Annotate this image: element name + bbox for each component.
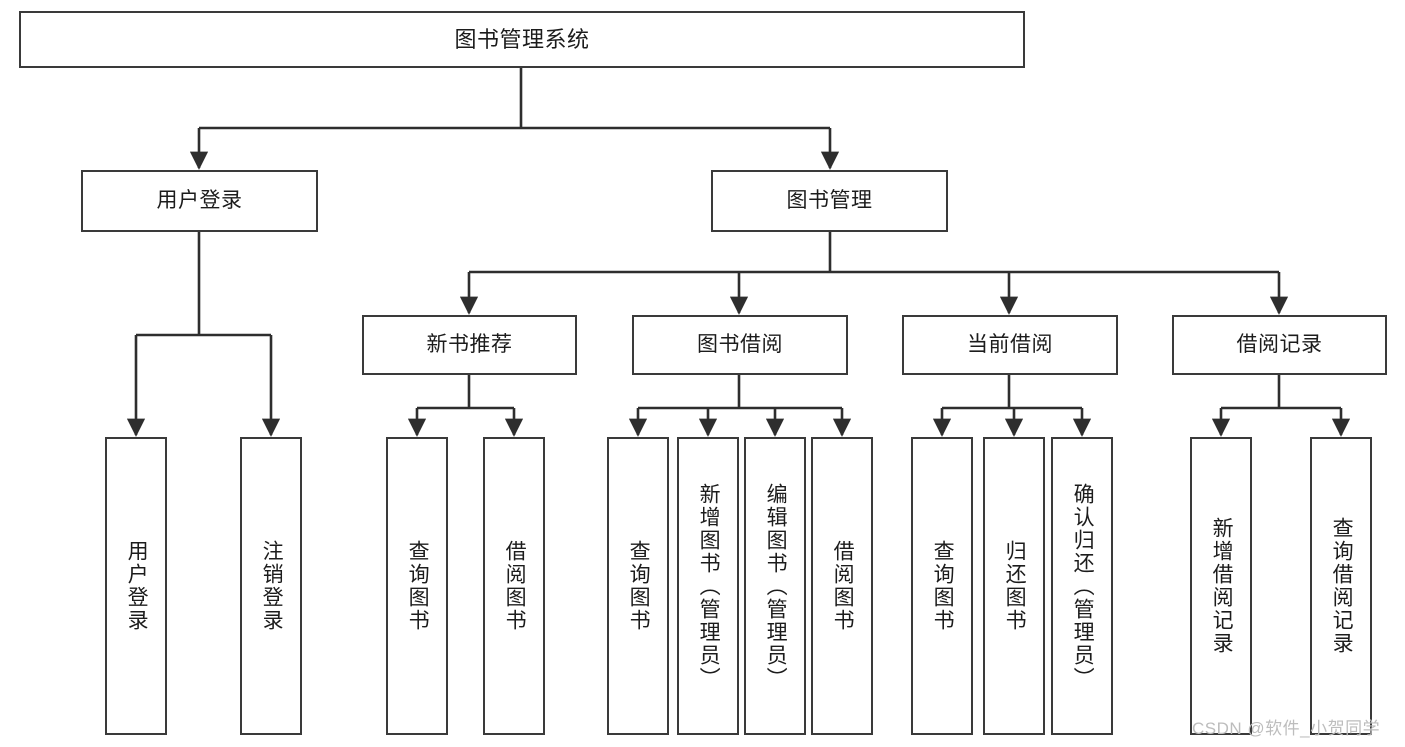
node-leaf-add-book-label: 新增图书（管理员） (697, 482, 721, 690)
node-leaf-add-book[interactable]: 新增图书（管理员） (677, 437, 739, 735)
node-leaf-user-logout[interactable]: 注销登录 (240, 437, 302, 735)
node-leaf-query-book-1-label: 查询图书 (406, 540, 430, 632)
node-leaf-query-book-1[interactable]: 查询图书 (386, 437, 448, 735)
node-leaf-confirm-return-label: 确认归还（管理员） (1071, 482, 1095, 690)
node-book-borrow[interactable]: 图书借阅 (632, 315, 848, 375)
node-leaf-confirm-return[interactable]: 确认归还（管理员） (1051, 437, 1113, 735)
node-book-borrow-label: 图书借阅 (697, 332, 783, 356)
node-user-login-label: 用户登录 (156, 188, 243, 212)
node-user-login[interactable]: 用户登录 (81, 170, 318, 232)
node-leaf-borrow-book-1[interactable]: 借阅图书 (483, 437, 545, 735)
node-book-manage-label: 图书管理 (786, 188, 873, 212)
node-borrow-record-label: 借阅记录 (1236, 332, 1323, 356)
node-leaf-query-book-2-label: 查询图书 (627, 540, 651, 632)
node-root-label: 图书管理系统 (454, 26, 590, 52)
node-leaf-add-record[interactable]: 新增借阅记录 (1190, 437, 1252, 735)
node-leaf-query-record-label: 查询借阅记录 (1330, 517, 1354, 655)
node-leaf-borrow-book-2[interactable]: 借阅图书 (811, 437, 873, 735)
node-borrow-record[interactable]: 借阅记录 (1172, 315, 1387, 375)
node-new-book-rec[interactable]: 新书推荐 (362, 315, 577, 375)
node-leaf-user-login-label: 用户登录 (125, 540, 149, 632)
node-current-borrow[interactable]: 当前借阅 (902, 315, 1118, 375)
node-current-borrow-label: 当前借阅 (967, 332, 1053, 356)
node-leaf-return-book-label: 归还图书 (1003, 540, 1027, 632)
node-leaf-query-book-3-label: 查询图书 (931, 540, 955, 632)
node-leaf-edit-book-label: 编辑图书（管理员） (764, 482, 788, 690)
node-new-book-rec-label: 新书推荐 (426, 332, 513, 356)
node-leaf-edit-book[interactable]: 编辑图书（管理员） (744, 437, 806, 735)
node-book-manage[interactable]: 图书管理 (711, 170, 948, 232)
node-root[interactable]: 图书管理系统 (19, 11, 1025, 68)
node-leaf-query-book-3[interactable]: 查询图书 (911, 437, 973, 735)
node-leaf-query-record[interactable]: 查询借阅记录 (1310, 437, 1372, 735)
node-leaf-query-book-2[interactable]: 查询图书 (607, 437, 669, 735)
node-leaf-user-logout-label: 注销登录 (260, 540, 284, 632)
node-leaf-borrow-book-2-label: 借阅图书 (831, 540, 855, 632)
node-leaf-user-login[interactable]: 用户登录 (105, 437, 167, 735)
node-leaf-add-record-label: 新增借阅记录 (1210, 517, 1234, 655)
node-leaf-return-book[interactable]: 归还图书 (983, 437, 1045, 735)
node-leaf-borrow-book-1-label: 借阅图书 (503, 540, 527, 632)
